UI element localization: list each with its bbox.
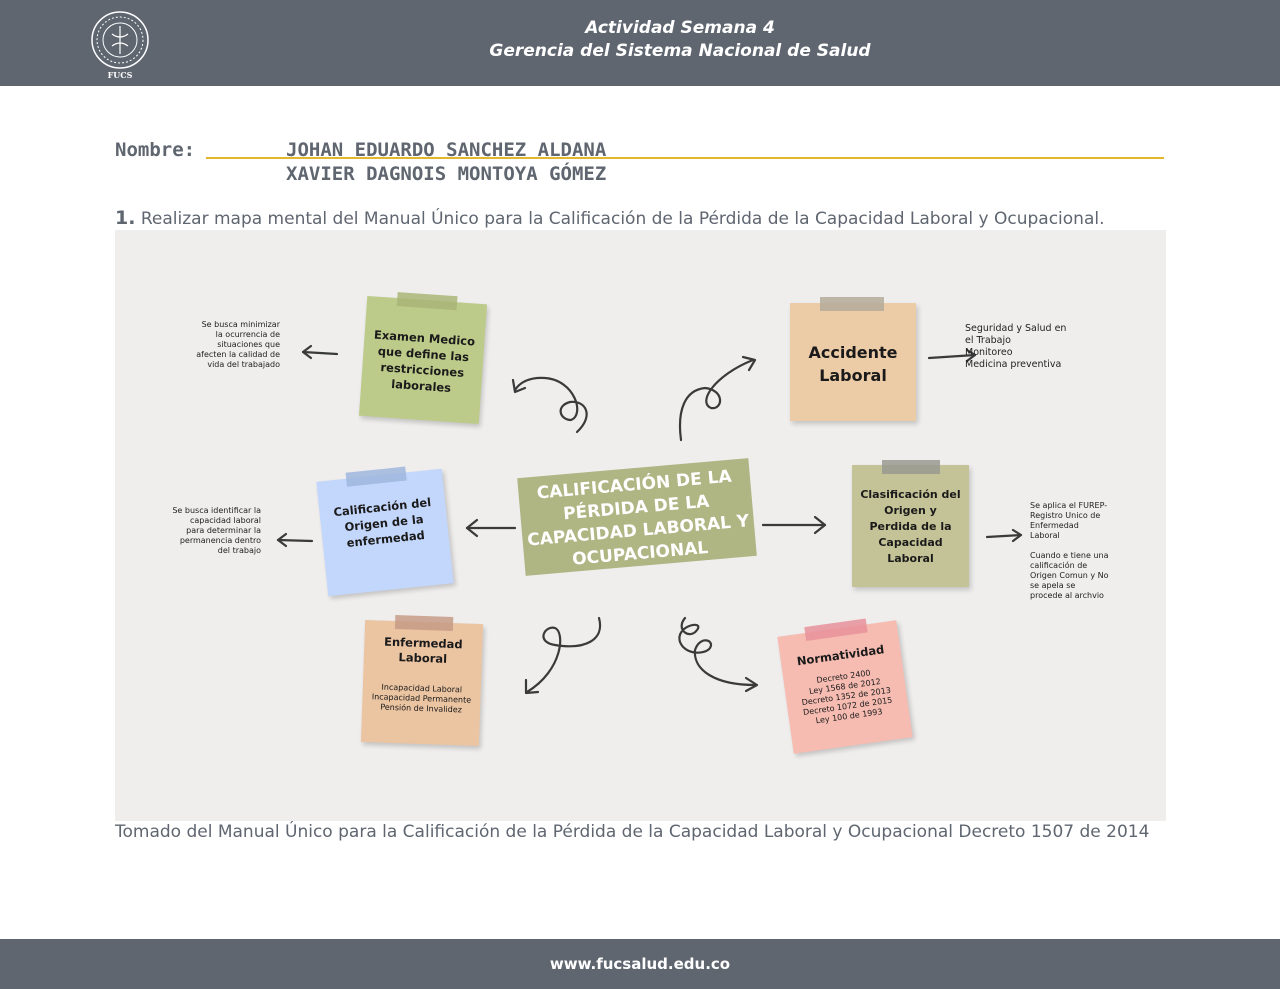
student-name-2: XAVIER DAGNOIS MONTOYA GÓMEZ xyxy=(286,163,607,185)
calificacion-side-line: del trabajo xyxy=(217,546,261,555)
calificacion-side-text: Se busca identificar la capacidad labora… xyxy=(163,506,261,556)
clasificacion-side-line: calificación de xyxy=(1030,561,1088,570)
arrow-center-enfermedad xyxy=(525,616,602,694)
note-clasificacion-origen: Clasificación del Origen y Perdida de la… xyxy=(852,460,969,587)
accidente-side-line: Medicina preventiva xyxy=(965,359,1062,370)
footer-url: www.fucsalud.edu.co xyxy=(549,955,731,973)
clasificacion-side-text: Se aplica el FUREP- Registro Unico de En… xyxy=(1030,501,1135,601)
question-number: 1. xyxy=(115,207,136,229)
header-bar: FUCS Actividad Semana 4 Gerencia del Sis… xyxy=(0,0,1280,86)
accidente-title-2: Laboral xyxy=(819,366,887,385)
clasificacion-side-line: Enfermedad xyxy=(1030,521,1079,530)
note-tape xyxy=(396,292,458,311)
note-normatividad: Normatividad Decreto 2400 Ley 1568 de 20… xyxy=(777,618,913,754)
clasificacion-side-line: Se aplica el FUREP- xyxy=(1030,501,1108,510)
center-topic: CALIFICACIÓN DE LA PÉRDIDA DE LA CAPACID… xyxy=(517,458,757,576)
calificacion-side-line: Se busca identificar la xyxy=(172,506,261,515)
clasificacion-side-line: Cuando e tiene una xyxy=(1030,551,1109,560)
examen-side-line: vida del trabajado xyxy=(207,360,280,369)
student-name-1: JOHAN EDUARDO SANCHEZ ALDANA xyxy=(286,139,607,161)
clasificacion-side-line: se apela se xyxy=(1030,581,1076,590)
arrow-center-normatividad xyxy=(678,616,757,687)
question-text: Realizar mapa mental del Manual Único pa… xyxy=(140,209,1105,229)
enfermedad-title-2: Laboral xyxy=(398,650,448,666)
accidente-side-line: Seguridad y Salud en xyxy=(965,323,1067,334)
examen-side-line: la ocurrencia de xyxy=(215,330,280,339)
clasificacion-side-line: Registro Unico de xyxy=(1030,511,1101,520)
clasificacion-title-3: Perdida de la xyxy=(869,520,952,533)
mind-map-connectors xyxy=(276,344,1023,695)
calificacion-side-line: capacidad laboral xyxy=(189,516,261,525)
clasificacion-side-line: procede al archvio xyxy=(1030,591,1104,600)
fucs-logo: FUCS xyxy=(88,10,152,80)
examen-side-text: Se busca minimizar la ocurrencia de situ… xyxy=(185,320,280,370)
logo-text: FUCS xyxy=(108,70,133,80)
clasificacion-side-line: Origen Comun y No xyxy=(1030,571,1109,580)
arrow-calificacion-side xyxy=(276,538,314,543)
calificacion-side-line: para determinar la xyxy=(186,526,261,535)
accidente-side-text: Seguridad y Salud en el Trabajo Monitore… xyxy=(965,323,1095,371)
header-title: Actividad Semana 4 xyxy=(585,18,775,38)
arrow-clasificacion-side xyxy=(985,533,1023,539)
header-titles: Actividad Semana 4 Gerencia del Sistema … xyxy=(380,17,980,63)
mind-map-image: CALIFICACIÓN DE LA PÉRDIDA DE LA CAPACID… xyxy=(115,230,1166,821)
examen-side-line: Se busca minimizar xyxy=(201,320,280,329)
examen-side-line: situaciones que xyxy=(217,340,280,349)
note-enfermedad-laboral: Enfermedad Laboral Incapacidad Laboral I… xyxy=(360,615,484,747)
header-subtitle: Gerencia del Sistema Nacional de Salud xyxy=(489,41,871,61)
accidente-side-line: el Trabajo xyxy=(965,335,1011,346)
footer-bar: www.fucsalud.edu.co xyxy=(0,939,1280,989)
image-caption: Tomado del Manual Único para la Califica… xyxy=(115,822,1150,842)
note-examen-medico: Examen Medico que define las restriccion… xyxy=(358,292,488,425)
question-1: 1. Realizar mapa mental del Manual Único… xyxy=(115,207,1105,229)
arrow-accidente-side xyxy=(927,353,977,360)
clasificacion-title-5: Laboral xyxy=(887,552,934,565)
arrow-center-accidente xyxy=(679,358,755,442)
clasificacion-side-spacer xyxy=(1030,541,1135,551)
accidente-title-1: Accidente xyxy=(808,343,898,362)
accidente-side-line: Monitoreo xyxy=(965,347,1013,358)
note-tape xyxy=(394,615,454,632)
name-underline xyxy=(206,157,1164,159)
clasificacion-side-line: Laboral xyxy=(1030,531,1060,540)
clasificacion-title-1: Clasificación del xyxy=(860,488,961,501)
clasificacion-title-4: Capacidad xyxy=(878,536,943,549)
note-accidente-laboral: Accidente Laboral xyxy=(790,297,916,421)
arrow-examen-side xyxy=(301,350,339,356)
name-label: Nombre: xyxy=(115,139,196,161)
note-tape xyxy=(882,460,940,474)
calificacion-side-line: permanencia dentro xyxy=(179,536,261,545)
note-tape xyxy=(820,297,884,311)
note-calificacion-origen: Calificación del Origen de la enfermedad xyxy=(316,466,454,597)
clasificacion-title-2: Origen y xyxy=(884,504,937,517)
arrow-center-examen xyxy=(513,376,588,434)
examen-side-line: afecten la calidad de xyxy=(196,350,280,359)
